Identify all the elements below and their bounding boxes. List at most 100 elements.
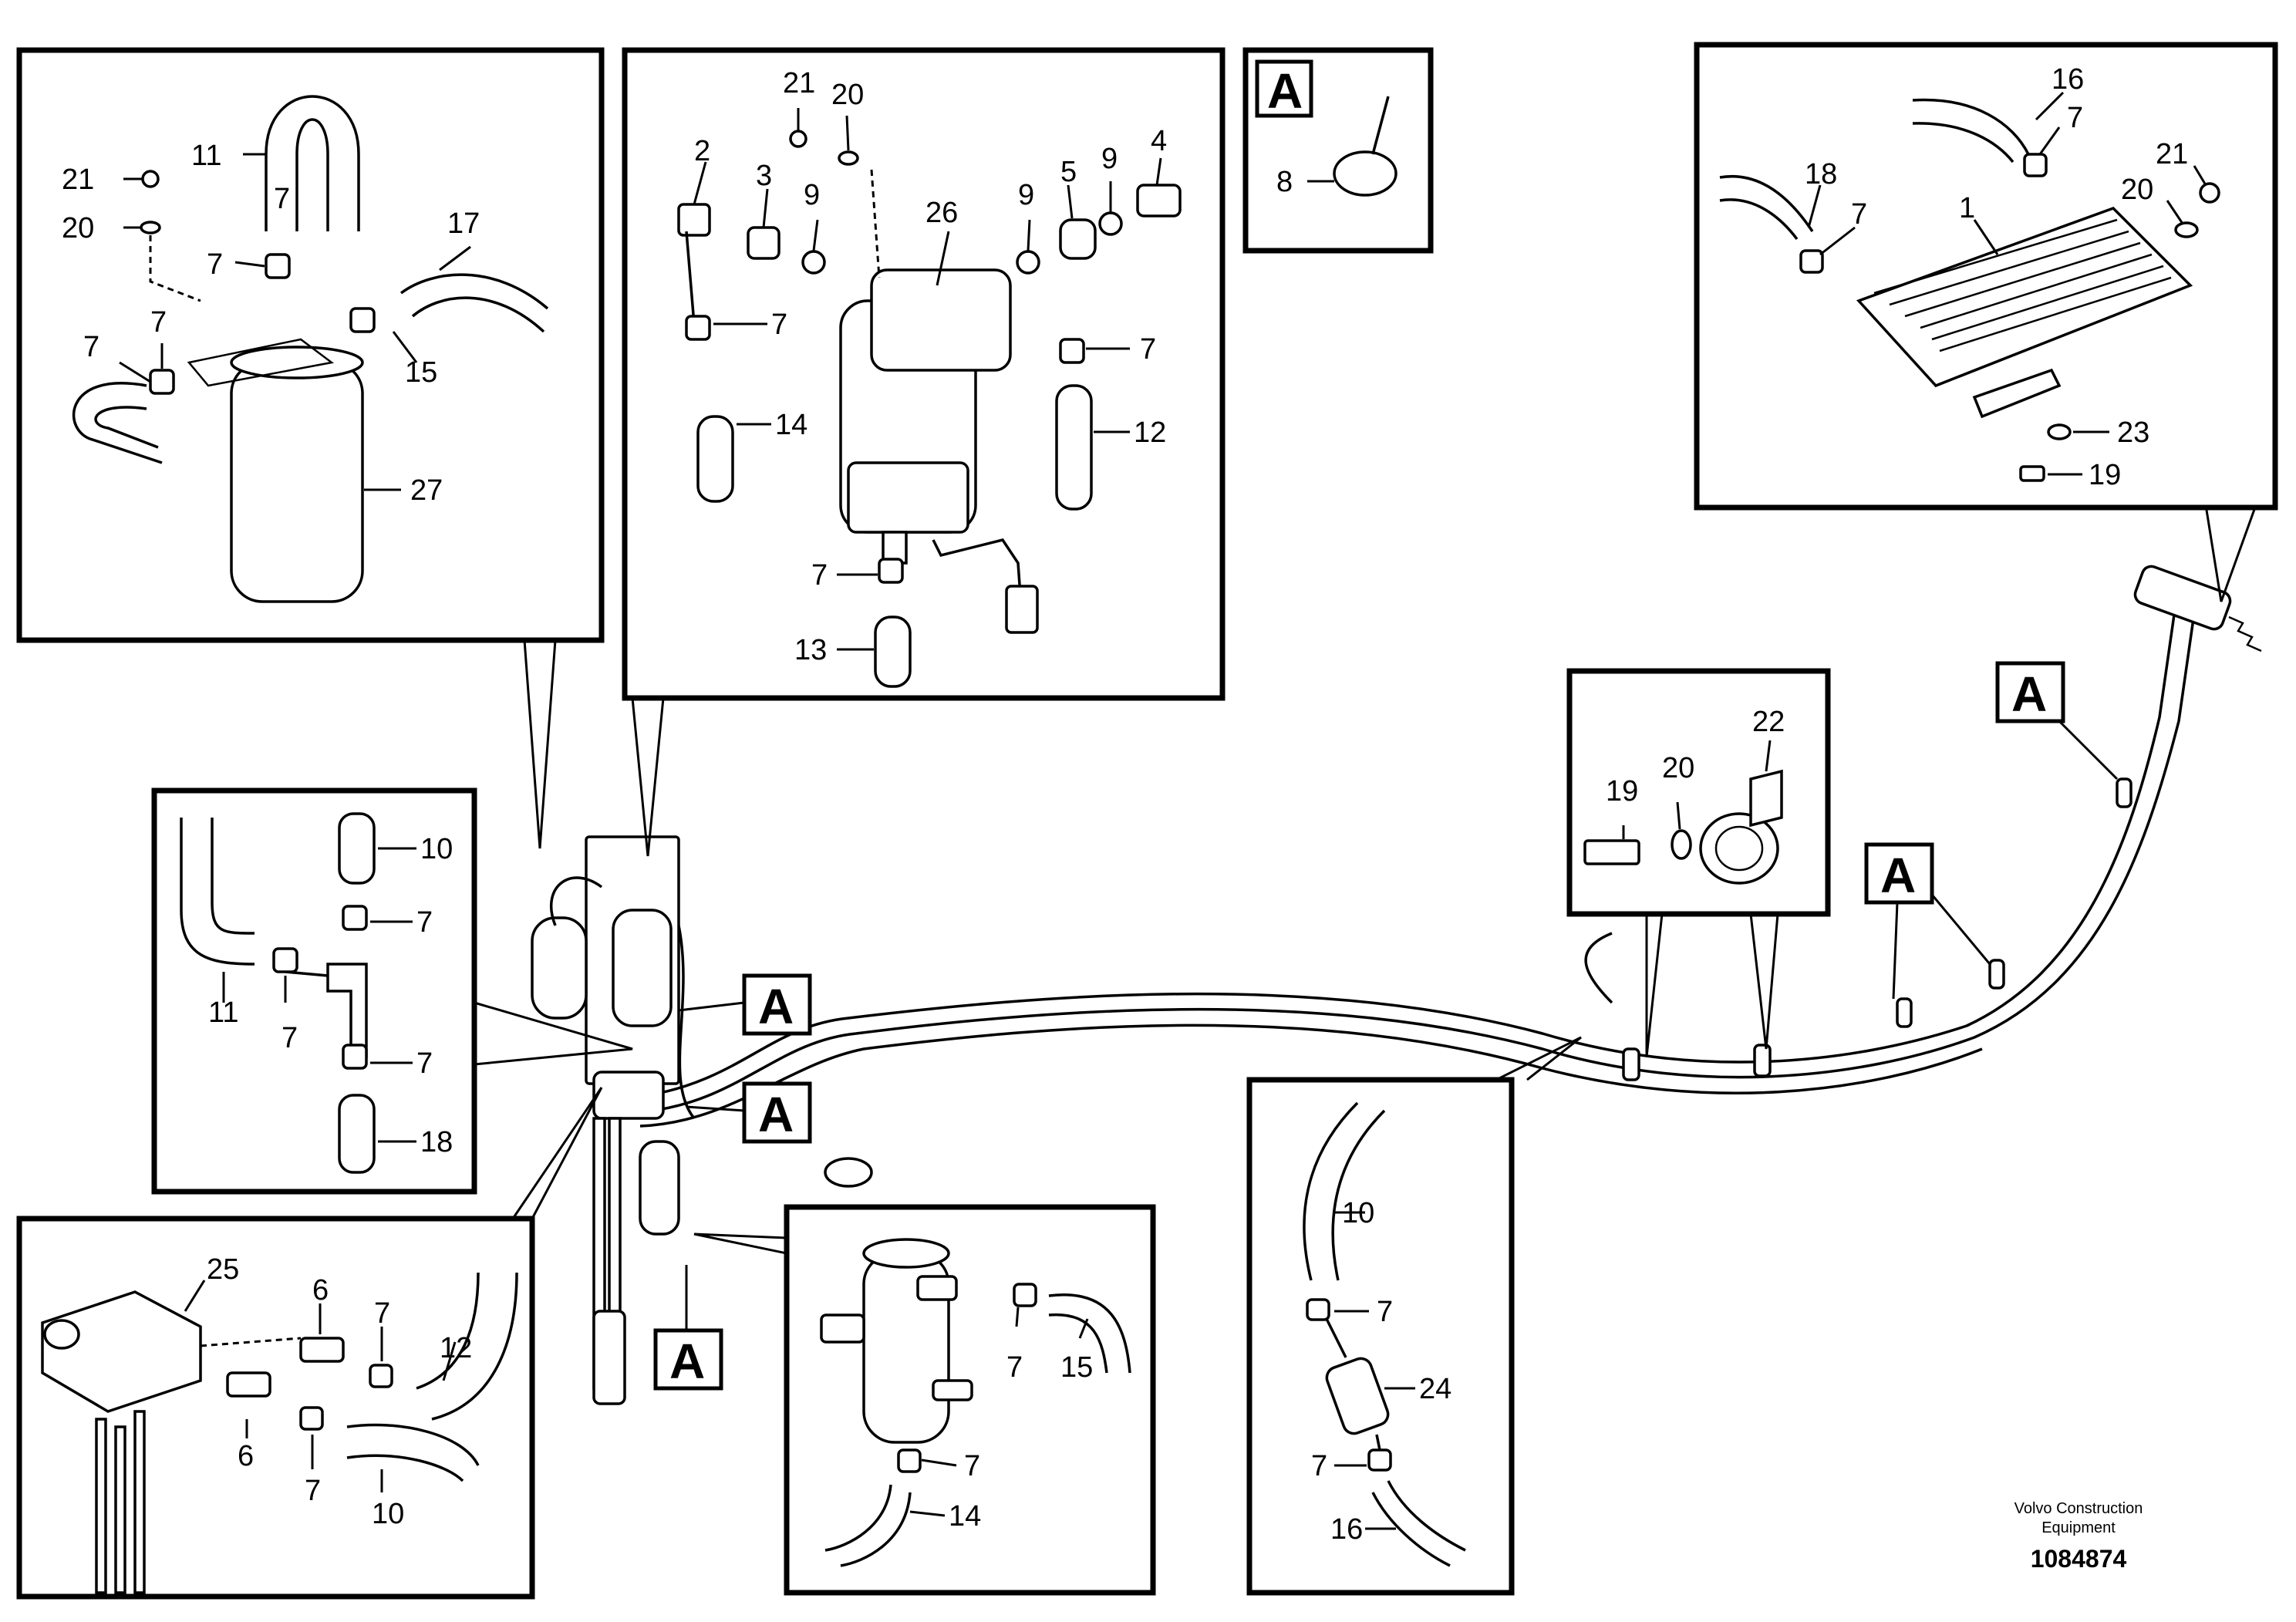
callout: 10 bbox=[372, 1498, 404, 1530]
cable-tie bbox=[1333, 150, 1397, 197]
detail-a-label: A bbox=[758, 1087, 794, 1142]
callout: 7 bbox=[1851, 198, 1867, 231]
callout: 21 bbox=[783, 67, 815, 99]
clamp-7 bbox=[369, 1364, 393, 1388]
line-clamp bbox=[1622, 1047, 1640, 1081]
hose-10 bbox=[338, 812, 376, 885]
callout: 17 bbox=[447, 207, 480, 240]
clamp-7 bbox=[685, 315, 711, 341]
tank-unit-head bbox=[592, 1071, 665, 1120]
callout: 19 bbox=[1606, 775, 1638, 808]
callout: 15 bbox=[405, 356, 437, 389]
callout: 18 bbox=[1805, 158, 1837, 191]
callout: 7 bbox=[416, 1047, 433, 1080]
document-number: 1084874 bbox=[2031, 1545, 2127, 1573]
callout: 20 bbox=[831, 79, 864, 111]
nut-21 bbox=[2199, 182, 2220, 204]
brand-line-1: Volvo Construction bbox=[2014, 1500, 2143, 1517]
callout: 19 bbox=[2089, 459, 2121, 491]
callout: 7 bbox=[416, 906, 433, 939]
detail-a-label: A bbox=[669, 1334, 705, 1389]
detail-box-heater: 16 7 18 7 1 21 20 23 19 bbox=[1694, 42, 2278, 602]
detail-box-tee: 10 7 11 7 7 18 bbox=[151, 787, 633, 1195]
callout: 11 bbox=[191, 140, 221, 172]
callout: 7 bbox=[2067, 102, 2083, 134]
washer-20 bbox=[838, 150, 859, 166]
heater-end bbox=[2133, 565, 2232, 631]
a-markers: A A A A A bbox=[653, 661, 2119, 1391]
clamp-7 bbox=[2023, 153, 2048, 177]
washer-20 bbox=[2174, 221, 2199, 238]
detail-a-label: A bbox=[2011, 666, 2047, 722]
callout: 9 bbox=[1018, 179, 1034, 211]
callout: 21 bbox=[2156, 138, 2188, 170]
callout: 3 bbox=[756, 160, 772, 192]
bolt-19 bbox=[2019, 465, 2045, 482]
callout: 7 bbox=[1311, 1450, 1327, 1482]
callout: 7 bbox=[207, 248, 223, 281]
fuel-pump-small bbox=[639, 1140, 680, 1236]
detail-a-label: A bbox=[1880, 848, 1916, 903]
detail-box-cable-tie: A 8 bbox=[1242, 47, 1434, 254]
callout: 10 bbox=[1342, 1197, 1374, 1229]
callout: 7 bbox=[1377, 1296, 1393, 1328]
callout: 20 bbox=[2121, 174, 2153, 206]
detail-box-tank-unit: 25 6 7 12 6 7 10 bbox=[16, 1087, 603, 1600]
clamp-7 bbox=[1059, 338, 1085, 364]
clamp-7 bbox=[897, 1448, 922, 1473]
p-clamp-22 bbox=[1699, 812, 1779, 885]
detail-box-inline-filter: 10 7 24 7 16 bbox=[1246, 1036, 1582, 1596]
detail-box-pump: 7 15 7 14 bbox=[693, 1204, 1156, 1596]
callout: 8 bbox=[1276, 166, 1293, 198]
bolt-19 bbox=[1583, 839, 1640, 865]
callout: 7 bbox=[964, 1450, 980, 1482]
detail-a-label: A bbox=[1267, 63, 1303, 119]
callout: 11 bbox=[208, 996, 238, 1029]
callout: 6 bbox=[238, 1440, 254, 1472]
clamp-7 bbox=[342, 1044, 368, 1070]
fuel-filter-27 bbox=[230, 361, 364, 603]
callout: 6 bbox=[312, 1274, 329, 1307]
callout: 18 bbox=[420, 1126, 453, 1158]
nut-21 bbox=[141, 170, 160, 188]
fitting-6 bbox=[299, 1337, 345, 1363]
hose-12 bbox=[1055, 384, 1093, 511]
line-clamp bbox=[1988, 959, 2005, 990]
callout: 21 bbox=[62, 164, 94, 196]
callout: 15 bbox=[1060, 1351, 1093, 1384]
callout: 14 bbox=[949, 1500, 981, 1533]
callout: 1 bbox=[1959, 192, 1975, 224]
line-clamp bbox=[1753, 1044, 1772, 1077]
detail-box-small-filter: 21 20 11 17 7 7 15 7 7 27 bbox=[16, 47, 605, 849]
washer-20 bbox=[1671, 829, 1692, 860]
tank-unit-25 bbox=[41, 1290, 202, 1413]
inline-filter-24 bbox=[1325, 1357, 1390, 1435]
callout: 20 bbox=[62, 212, 94, 244]
callout: 9 bbox=[804, 179, 820, 211]
hose-18 bbox=[338, 1094, 376, 1174]
callout: 7 bbox=[811, 559, 828, 592]
callout: 24 bbox=[1419, 1373, 1451, 1405]
clamp-7 bbox=[299, 1406, 324, 1431]
brand-line-2: Equipment bbox=[2041, 1519, 2116, 1536]
callout: 7 bbox=[150, 306, 167, 339]
detail-box-p-clamp: 19 20 22 bbox=[1566, 668, 1831, 1057]
callout: 22 bbox=[1752, 706, 1785, 738]
hose-13 bbox=[874, 615, 912, 688]
callout: 4 bbox=[1151, 125, 1167, 157]
callout: 5 bbox=[1060, 156, 1077, 188]
callout: 7 bbox=[83, 331, 99, 363]
line-clamp bbox=[1896, 997, 1913, 1028]
callout: 23 bbox=[2117, 416, 2149, 449]
callout: 7 bbox=[374, 1297, 390, 1330]
nut-21 bbox=[789, 130, 807, 148]
callout: 13 bbox=[794, 634, 827, 666]
callout: 14 bbox=[775, 409, 807, 441]
clamp-7 bbox=[1013, 1283, 1037, 1307]
callout: 7 bbox=[1140, 333, 1156, 366]
clamp-7 bbox=[1799, 249, 1824, 274]
callout: 10 bbox=[420, 833, 453, 865]
callout: 27 bbox=[410, 474, 443, 507]
fuel-filter-main bbox=[612, 909, 673, 1027]
